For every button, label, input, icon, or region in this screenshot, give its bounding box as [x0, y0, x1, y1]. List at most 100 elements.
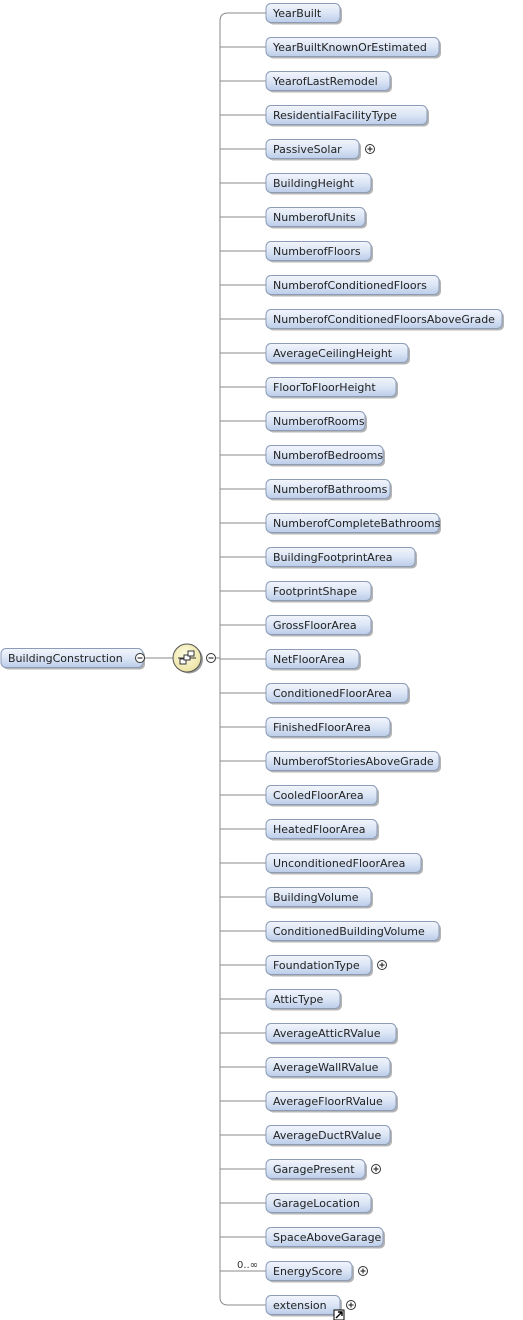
node-box [265, 615, 372, 635]
element-passive-solar[interactable]: PassiveSolar [265, 139, 361, 161]
node-label: AverageDuctRValue [273, 1129, 381, 1142]
node-box [265, 207, 366, 227]
node-label: NumberofBathrooms [273, 483, 388, 496]
element-attic-type[interactable]: AtticType [265, 989, 342, 1011]
element-heated-floor-area[interactable]: HeatedFloorArea [265, 819, 379, 841]
element-numberof-rooms[interactable]: NumberofRooms [265, 411, 367, 433]
node-box [265, 853, 422, 873]
node-label: FoundationType [273, 959, 360, 972]
node-label: ConditionedFloorArea [273, 687, 392, 700]
element-unconditioned-floor-area[interactable]: UnconditionedFloorArea [265, 853, 423, 875]
occurrence-label: 0..∞ [237, 1260, 258, 1271]
element-building-height[interactable]: BuildingHeight [265, 173, 373, 195]
node-box [265, 955, 372, 975]
element-foundation-type[interactable]: FoundationType [265, 955, 373, 977]
element-residential-facility-type[interactable]: ResidentialFacilityType [265, 105, 429, 127]
element-cooled-floor-area[interactable]: CooledFloorArea [265, 785, 379, 807]
node-box [265, 105, 428, 125]
node-label: AverageCeilingHeight [273, 347, 393, 360]
node-label: BuildingConstruction [8, 652, 123, 665]
node-label: FootprintShape [273, 585, 357, 598]
element-footprint-shape[interactable]: FootprintShape [265, 581, 373, 603]
element-average-wall-r-value[interactable]: AverageWallRValue [265, 1057, 392, 1079]
element-year-built-known-or-estimated[interactable]: YearBuiltKnownOrEstimated [265, 37, 441, 59]
node-label: NumberofConditionedFloorsAboveGrade [273, 313, 495, 326]
node-label: NumberofFloors [273, 245, 361, 258]
node-box [265, 717, 391, 737]
expand-extension-icon[interactable] [346, 1300, 356, 1310]
expand-energy-score-icon[interactable] [358, 1266, 368, 1276]
element-numberof-bedrooms[interactable]: NumberofBedrooms [265, 445, 385, 467]
node-label: HeatedFloorArea [273, 823, 366, 836]
node-box [265, 173, 372, 193]
element-building-footprint-area[interactable]: BuildingFootprintArea [265, 547, 417, 569]
element-numberof-complete-bathrooms[interactable]: NumberofCompleteBathrooms [265, 513, 441, 535]
node-label: NetFloorArea [273, 653, 345, 666]
element-numberof-conditioned-floors[interactable]: NumberofConditionedFloors [265, 275, 441, 297]
node-label: CooledFloorArea [273, 789, 364, 802]
node-box [265, 785, 378, 805]
node-box [265, 275, 440, 295]
node-box [265, 71, 391, 91]
element-conditioned-floor-area[interactable]: ConditionedFloorArea [265, 683, 410, 705]
node-box [265, 1159, 366, 1179]
expand-passive-solar-icon[interactable] [365, 144, 375, 154]
node-box [265, 1057, 391, 1077]
element-garage-location[interactable]: GarageLocation [265, 1193, 373, 1215]
node-label: AverageWallRValue [273, 1061, 379, 1074]
node-box [265, 989, 341, 1009]
element-numberof-stories-above-grade[interactable]: NumberofStoriesAboveGrade [265, 751, 441, 773]
reference-arrow-icon [333, 1309, 345, 1320]
element-numberof-floors[interactable]: NumberofFloors [265, 241, 373, 263]
node-label: GarageLocation [273, 1197, 360, 1210]
expand-foundation-type-icon[interactable] [377, 960, 387, 970]
compositor-collapse-icon[interactable] [206, 653, 216, 663]
node-box [265, 1261, 353, 1281]
element-numberof-conditioned-floors-above-grade[interactable]: NumberofConditionedFloorsAboveGrade [265, 309, 504, 331]
node-label: NumberofCompleteBathrooms [273, 517, 441, 530]
node-label: YearofLastRemodel [272, 75, 378, 88]
root-element-building-construction[interactable]: BuildingConstruction [0, 648, 145, 670]
expand-garage-present-icon[interactable] [371, 1164, 381, 1174]
node-box [265, 921, 440, 941]
sequence-compositor-icon[interactable] [172, 643, 203, 674]
element-average-floor-r-value[interactable]: AverageFloorRValue [265, 1091, 398, 1113]
node-label: FinishedFloorArea [273, 721, 371, 734]
element-yearof-last-remodel[interactable]: YearofLastRemodel [265, 71, 392, 93]
element-year-built[interactable]: YearBuilt [265, 3, 342, 25]
node-box [265, 479, 391, 499]
node-box [265, 411, 366, 431]
node-label: ConditionedBuildingVolume [273, 925, 425, 938]
node-box [265, 649, 360, 669]
element-building-volume[interactable]: BuildingVolume [265, 887, 373, 909]
node-label: NumberofStoriesAboveGrade [273, 755, 434, 768]
element-space-above-garage[interactable]: SpaceAboveGarage [265, 1227, 385, 1249]
element-average-ceiling-height[interactable]: AverageCeilingHeight [265, 343, 410, 365]
node-box [265, 581, 372, 601]
element-garage-present[interactable]: GaragePresent [265, 1159, 367, 1181]
node-box [265, 3, 341, 23]
node-box [265, 887, 372, 907]
collapse-toggle-icon[interactable] [135, 653, 145, 663]
node-box [265, 1193, 372, 1213]
node-label: BuildingHeight [273, 177, 355, 190]
element-numberof-bathrooms[interactable]: NumberofBathrooms [265, 479, 392, 501]
element-numberof-units[interactable]: NumberofUnits [265, 207, 367, 229]
node-box [265, 751, 440, 771]
element-extension[interactable]: extension [265, 1295, 342, 1317]
node-box [265, 309, 503, 329]
node-label: AtticType [273, 993, 324, 1006]
node-box [265, 139, 360, 159]
element-average-attic-r-value[interactable]: AverageAtticRValue [265, 1023, 398, 1045]
node-box [265, 1023, 397, 1043]
node-box [265, 37, 440, 57]
element-average-duct-r-value[interactable]: AverageDuctRValue [265, 1125, 392, 1147]
element-conditioned-building-volume[interactable]: ConditionedBuildingVolume [265, 921, 441, 943]
element-floor-to-floor-height[interactable]: FloorToFloorHeight [265, 377, 398, 399]
node-label: FloorToFloorHeight [273, 381, 376, 394]
element-finished-floor-area[interactable]: FinishedFloorArea [265, 717, 392, 739]
element-energy-score[interactable]: EnergyScore [265, 1261, 354, 1283]
element-gross-floor-area[interactable]: GrossFloorArea [265, 615, 373, 637]
element-net-floor-area[interactable]: NetFloorArea [265, 649, 361, 671]
